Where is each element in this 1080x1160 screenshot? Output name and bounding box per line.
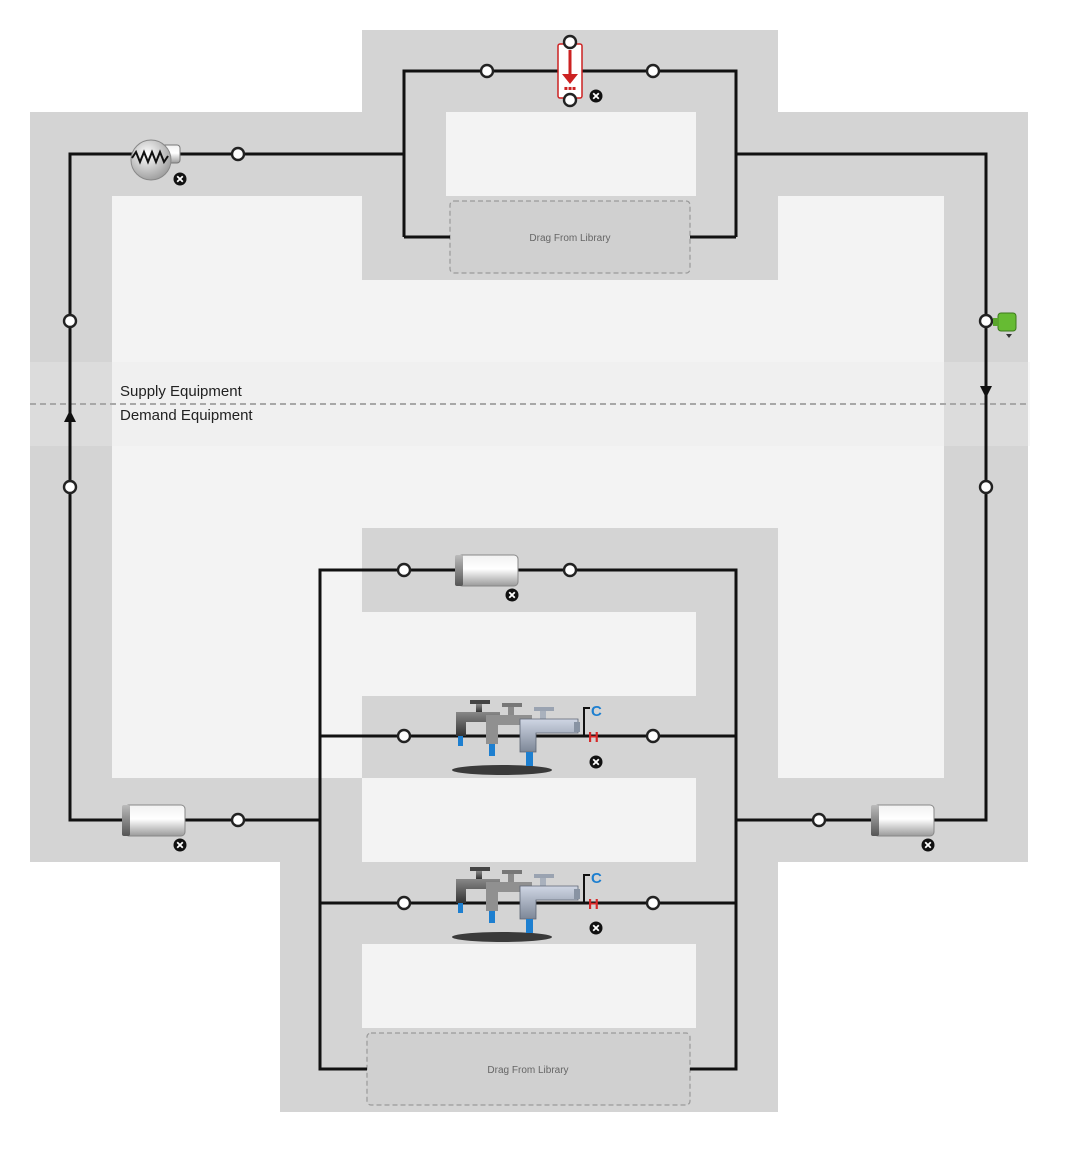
demand-outlet-pipe-icon[interactable] — [871, 804, 935, 837]
demand-drop-zone-text: Drag From Library — [487, 1065, 568, 1076]
remove-water-use-2-button[interactable] — [589, 921, 603, 935]
remove-inlet-pipe-button[interactable] — [173, 838, 187, 852]
remove-setpoint-button[interactable] — [589, 89, 603, 103]
loop-nodes — [62, 63, 994, 911]
hot-water-icon: H — [588, 729, 599, 746]
supply-drop-zone[interactable]: Drag From Library — [449, 200, 691, 274]
node[interactable] — [396, 728, 412, 744]
node[interactable] — [62, 479, 78, 495]
demand-drop-zone[interactable]: Drag From Library — [366, 1032, 691, 1106]
water-heater-icon[interactable] — [130, 139, 181, 181]
temperature-setpoint-icon[interactable]: ▪▪▪ — [557, 34, 583, 108]
demand-bypass-pipe-icon[interactable] — [455, 554, 519, 587]
demand-inlet-pipe-icon[interactable] — [122, 804, 186, 837]
node[interactable] — [978, 313, 994, 329]
node[interactable] — [479, 63, 495, 79]
supply-demand-divider — [30, 362, 1030, 446]
node[interactable] — [562, 562, 578, 578]
node[interactable] — [978, 479, 994, 495]
node[interactable] — [62, 313, 78, 329]
faucets-icon[interactable]: C H — [452, 867, 602, 942]
cold-water-icon: C — [591, 703, 602, 720]
supply-drop-zone-text: Drag From Library — [529, 233, 610, 244]
faucets-icon[interactable]: C H — [452, 700, 602, 775]
node[interactable] — [645, 728, 661, 744]
node[interactable] — [230, 146, 246, 162]
remove-outlet-pipe-button[interactable] — [921, 838, 935, 852]
supply-equipment-label: Supply Equipment — [120, 383, 242, 400]
node[interactable] — [396, 895, 412, 911]
node[interactable] — [645, 63, 661, 79]
node[interactable] — [396, 562, 412, 578]
node[interactable] — [230, 812, 246, 828]
demand-equipment-label: Demand Equipment — [120, 407, 253, 424]
remove-heater-button[interactable] — [173, 172, 187, 186]
pump-icon[interactable] — [993, 312, 1017, 338]
flow-down-arrow-icon — [980, 386, 992, 398]
remove-bypass-pipe-button[interactable] — [505, 588, 519, 602]
hot-water-icon: H — [588, 896, 599, 913]
svg-text:▪▪▪: ▪▪▪ — [564, 85, 576, 92]
remove-water-use-1-button[interactable] — [589, 755, 603, 769]
flow-up-arrow-icon — [64, 410, 76, 422]
cold-water-icon: C — [591, 870, 602, 887]
node[interactable] — [811, 812, 827, 828]
node[interactable] — [645, 895, 661, 911]
